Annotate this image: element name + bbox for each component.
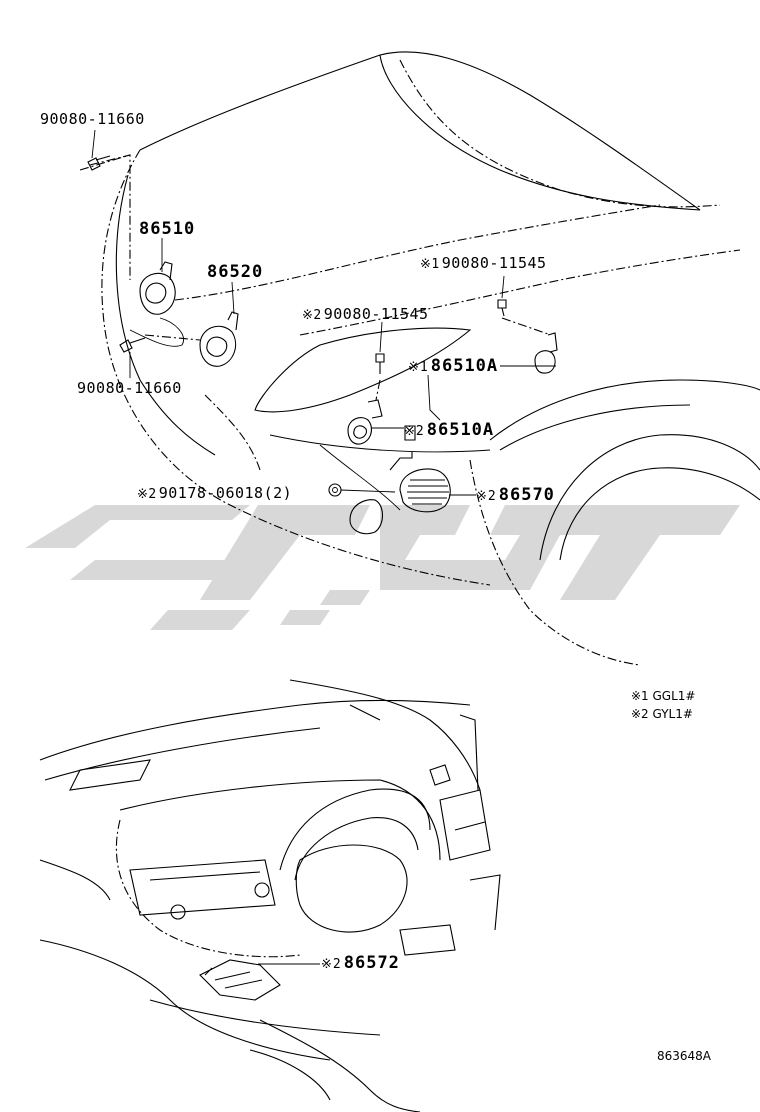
text-horn-a1: 86510A xyxy=(430,356,499,376)
leader-lines xyxy=(89,129,556,496)
mark-bolt-center: ※2 xyxy=(302,308,322,323)
mark-horn-a2: ※2 xyxy=(404,424,425,439)
mark-speaker: ※2 xyxy=(476,489,497,504)
text-bracket: 86572 xyxy=(343,953,400,973)
car-front-outline xyxy=(79,51,760,666)
text-bolt-center: 90080-11545 xyxy=(323,305,429,323)
text-horn-a2: 86510A xyxy=(426,420,495,440)
legend-note-2: ※2 GYL1# xyxy=(631,707,693,721)
horn-86520-drawing xyxy=(199,311,239,367)
horn-86510A-lower-drawing xyxy=(347,399,383,445)
label-bolt-upper: 90080-11660 xyxy=(40,110,145,128)
mark-bracket: ※2 xyxy=(321,957,342,972)
mark-bolt-right: ※1 xyxy=(420,257,440,272)
label-bolt-lower: 90080-11660 xyxy=(77,379,182,397)
speaker-86570-drawing xyxy=(389,425,451,513)
text-speaker: 86570 xyxy=(498,485,555,505)
label-horn-86510: 86510 xyxy=(139,219,196,239)
label-horn-86520: 86520 xyxy=(207,262,264,282)
bolt-upper-drawing xyxy=(87,155,111,171)
horn-86510-drawing xyxy=(129,261,184,347)
diagram-code: 863648A xyxy=(657,1049,712,1063)
text-bolt-right: 90080-11545 xyxy=(441,254,547,272)
mark-nut: ※2 xyxy=(137,487,157,502)
bolt-right-drawing xyxy=(497,299,507,317)
text-nut: 90178-06018(2) xyxy=(158,484,293,502)
horn-86510A-upper-drawing xyxy=(534,332,558,374)
mark-horn-a1: ※1 xyxy=(408,360,429,375)
watermark-logo xyxy=(25,505,740,630)
bolt-center-drawing xyxy=(375,353,385,374)
bolt-lower-drawing xyxy=(119,337,146,353)
nut-drawing xyxy=(328,483,342,497)
legend-note-1: ※1 GGL1# xyxy=(631,689,696,703)
dashboard-outline xyxy=(39,679,501,1112)
